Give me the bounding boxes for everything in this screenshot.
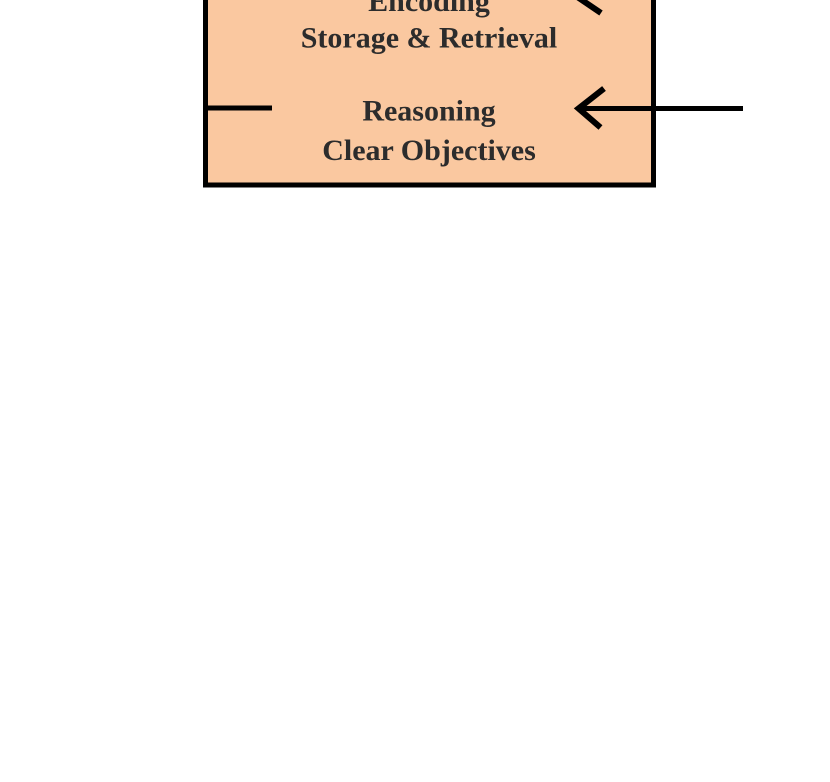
memory-module-box (203, 0, 656, 188)
label-clear-objectives: Clear Objectives (322, 134, 536, 167)
arrow-left-icon (573, 86, 743, 130)
label-reasoning: Reasoning (362, 95, 495, 128)
arrow-left-partial-icon (576, 0, 603, 16)
arrow-head (573, 86, 606, 130)
label-encoding: Encoding (368, 0, 490, 18)
memory-box-labels: Encoding Storage & Retrieval Reasoning C… (301, 0, 558, 167)
label-storage-retrieval: Storage & Retrieval (301, 22, 558, 55)
